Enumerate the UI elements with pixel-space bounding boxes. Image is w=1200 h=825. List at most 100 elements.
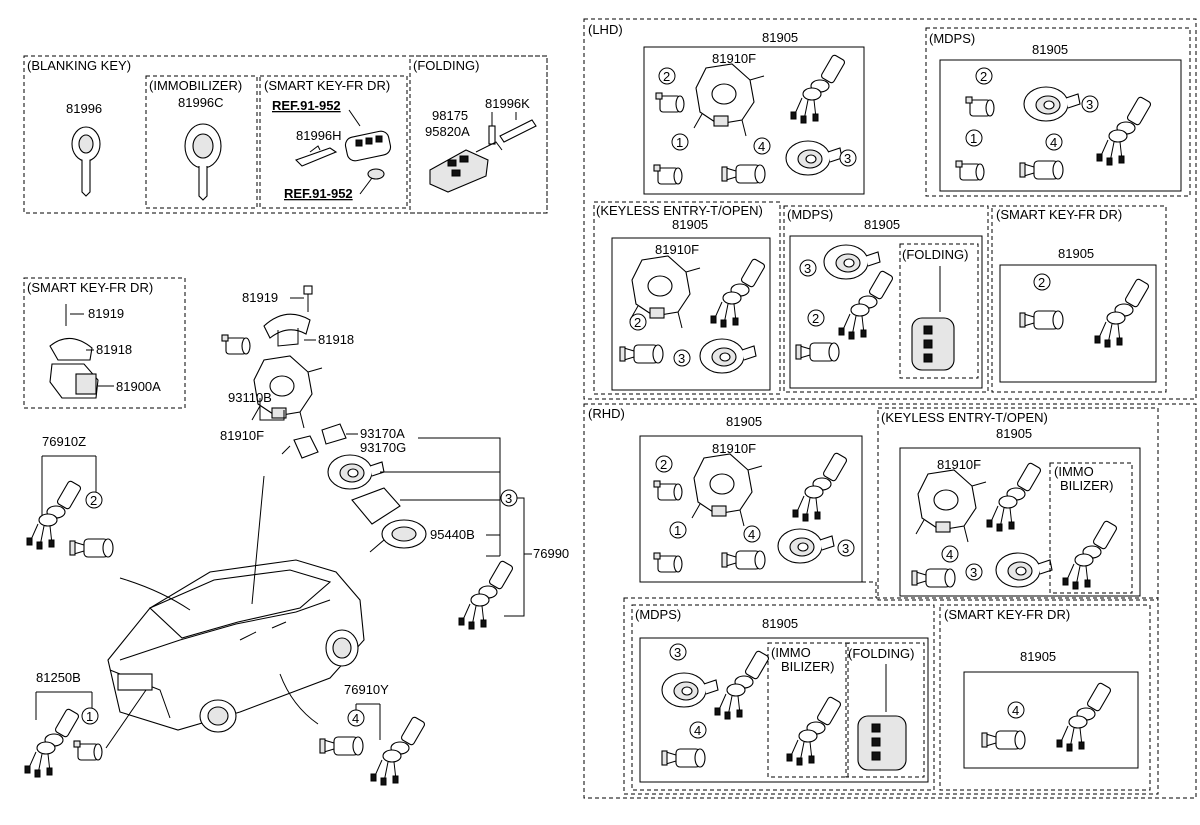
rhd-mdps-folding-box (845, 642, 925, 778)
lhd-smart-key-callout-2: 2 (1038, 275, 1045, 290)
callout-2-left-text: 2 (90, 493, 97, 508)
smart-key-fr-dr-label-top: (SMART KEY-FR DR) (264, 78, 390, 93)
folding-label-top: (FOLDING) (413, 58, 479, 73)
rhd-mdps-cylinder-4 (661, 748, 706, 768)
rhd-mdps-box (631, 604, 935, 791)
part-81996-label: 81996 (66, 101, 102, 116)
callout-1-left-text: 1 (86, 709, 93, 724)
lhd-keyless-kit-box (611, 237, 771, 391)
lhd-mdps-cylinder-2 (965, 96, 995, 117)
door-lock-cylinder-right (319, 736, 364, 756)
lhd-keyless-box (593, 201, 781, 395)
lhd-smart-key-kit-box (999, 264, 1157, 383)
rhd-keyless-housing (915, 469, 987, 543)
immobilizer-box (145, 75, 258, 209)
lhd-mdps2-callout-2: 2 (812, 311, 819, 326)
callout-4-bottom-text: 4 (352, 711, 359, 726)
lhd-keyless-cylinder-2 (619, 344, 664, 364)
lhd-callout-4: 4 (758, 139, 765, 154)
lhd-main-kit-box (643, 46, 865, 195)
rhd-mdps-folding-fob (857, 664, 907, 771)
key-set-76910Z (26, 479, 83, 550)
connector-93170 (281, 423, 347, 459)
key-group-box (23, 55, 548, 214)
clamp-81918 (263, 313, 311, 347)
door-lock-cylinder-left (69, 538, 114, 558)
arrow-to-ignition (251, 475, 265, 605)
part-95820A-label: 95820A (425, 124, 470, 139)
rhd-smart-key-label: (SMART KEY-FR DR) (944, 607, 1070, 622)
rhd-mdps-kit-box (639, 637, 929, 783)
ignition-cylinder-center (327, 454, 385, 490)
bezel-ring (351, 487, 401, 525)
key-set-76910Y (370, 715, 427, 786)
part-81919-label-left: 81919 (88, 306, 124, 321)
lhd-mdps-callout-2: 2 (980, 69, 987, 84)
rhd-cylinder-4 (721, 550, 766, 570)
lhd-81905-label: 81905 (762, 30, 798, 45)
cylinder-93110B (221, 334, 251, 355)
rhd-mdps-folding-label: (FOLDING) (848, 646, 914, 661)
lhd-keyless-81905-label: 81905 (672, 217, 708, 232)
rhd-smart-key-callout-4: 4 (1012, 703, 1019, 718)
lhd-cylinder-2 (655, 92, 685, 113)
lhd-mdps-callout-3: 3 (1086, 97, 1093, 112)
rhd-callout-4: 4 (748, 527, 755, 542)
ref-91-952-bottom: REF.91-952 (284, 186, 353, 201)
rhd-cylinder-1 (653, 552, 683, 573)
rhd-mdps-key-set (714, 649, 771, 720)
lhd-keyless-label: (KEYLESS ENTRY-T/OPEN) (596, 203, 763, 218)
part-95440B-label: 95440B (430, 527, 475, 542)
lhd-mdps2-kit-box (789, 235, 983, 389)
lhd-smart-key-label: (SMART KEY-FR DR) (996, 207, 1122, 222)
rhd-mdps-callout-3: 3 (674, 645, 681, 660)
part-81250B-label: 81250B (36, 670, 81, 685)
rhd-keyless-callout-3: 3 (970, 565, 977, 580)
rhd-mdps-immo-label-1: (IMMO (771, 645, 811, 660)
lhd-mdps2-81905-label: 81905 (864, 217, 900, 232)
lhd-mdps-cylinder-4 (1019, 160, 1064, 180)
rhd-keyless-immo-label-2: BILIZER) (1060, 478, 1113, 493)
arrow-to-trunk (105, 689, 147, 749)
smart-key-fob (344, 130, 392, 162)
lhd-keyless-callout-2: 2 (634, 315, 641, 330)
lhd-callout-2: 2 (663, 69, 670, 84)
lhd-mdps-key-set (1096, 95, 1153, 166)
part-76990-label: 76990 (533, 546, 569, 561)
illumination-ring-95440B (369, 519, 427, 553)
rhd-keyless-ignition (995, 552, 1053, 588)
lhd-mdps2-label: (MDPS) (787, 207, 833, 222)
rhd-ignition (777, 528, 835, 564)
rhd-keyless-callout-4: 4 (946, 547, 953, 562)
rhd-callout-3: 3 (842, 541, 849, 556)
rhd-smart-key-box (939, 604, 1151, 791)
trunk-lock-cylinder (73, 740, 103, 761)
lhd-mdps2-key-set (838, 269, 895, 340)
lhd-folding-box (899, 243, 979, 379)
arrow-to-door-lock (119, 577, 191, 611)
part-81918-label-left: 81918 (96, 342, 132, 357)
immobilizer-label: (IMMOBILIZER) (149, 78, 242, 93)
lhd-mdps2-callout-3: 3 (804, 261, 811, 276)
lhd-folding-fob (911, 266, 955, 371)
rhd-keyless-immo-key-set (1062, 519, 1119, 590)
rhd-keyless-kit-box (899, 447, 1141, 597)
lhd-mdps2-cylinder-2 (795, 342, 840, 362)
smart-key-fr-dr-label-left: (SMART KEY-FR DR) (27, 280, 153, 295)
smart-key-housing-parts (49, 304, 99, 399)
part-81996K-label: 81996K (485, 96, 530, 111)
rhd-cylinder-2 (653, 480, 683, 501)
lhd-mdps-81905-label: 81905 (1032, 42, 1068, 57)
rhd-mdps-callout-4: 4 (694, 723, 701, 738)
lhd-mdps2-box (783, 205, 989, 393)
blanking-key (71, 126, 101, 197)
lhd-81910F-label: 81910F (712, 51, 756, 66)
folding-key-blade (499, 119, 537, 143)
part-76910Z-label: 76910Z (42, 434, 86, 449)
smart-key-fr-dr-top-box (259, 75, 408, 209)
lhd-smart-key-81905-label: 81905 (1058, 246, 1094, 261)
key-set-81250B (24, 707, 81, 778)
rhd-lower-box (623, 597, 1159, 795)
